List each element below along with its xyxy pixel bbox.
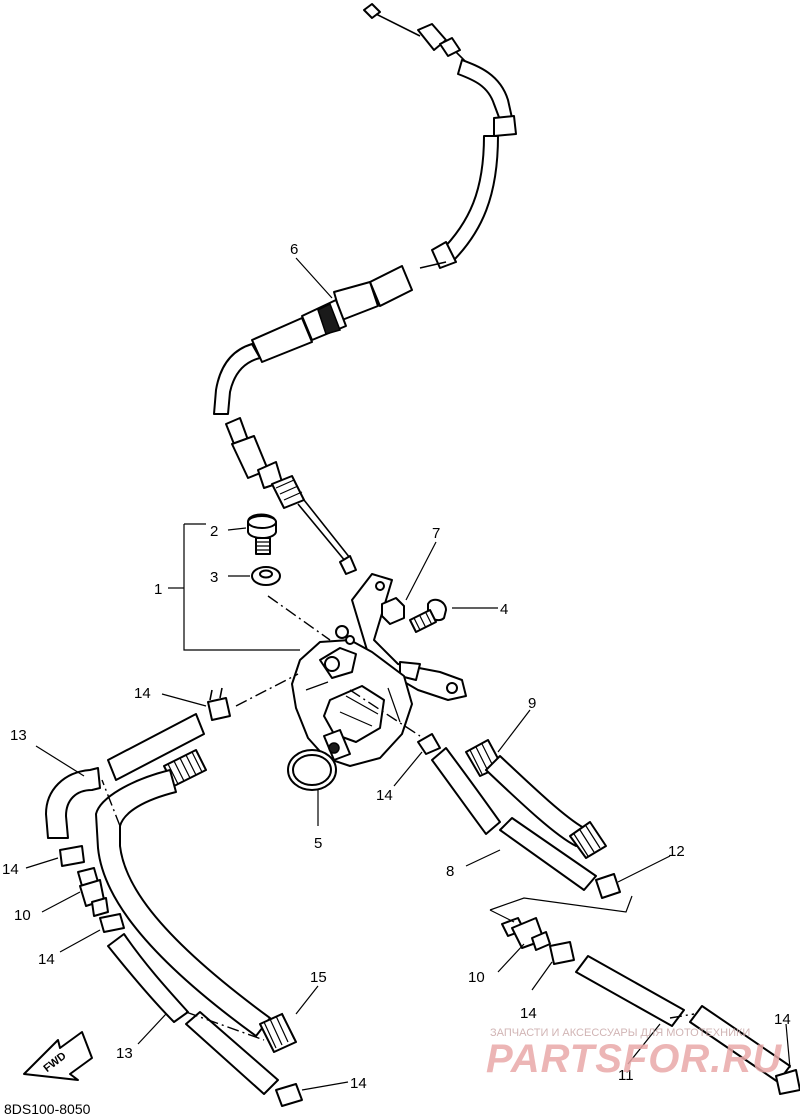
assembly-lines: [101, 595, 695, 1041]
screw: [409, 598, 447, 633]
o-ring: [287, 749, 337, 791]
callout-leaders: [25, 257, 791, 1091]
callout-14-b: 14: [376, 787, 393, 804]
callout-14-c: 14: [2, 861, 19, 878]
callout-8: 8: [446, 863, 454, 880]
bolt: [247, 513, 277, 555]
diagram-code: 8DS100-8050: [4, 1101, 91, 1117]
callout-5: 5: [314, 835, 322, 852]
callout-10-left: 10: [14, 907, 31, 924]
callout-numbers: 1 2 3 4 5 6 7 8 9 10 10 11 12 13 13 14 1…: [2, 241, 791, 1092]
forward-direction-arrow: FWD: [23, 1031, 93, 1081]
watermark: ЗАПЧАСТИ И АКСЕССУАРЫ ДЛЯ МОТОТЕХНИКИ PA…: [486, 1027, 782, 1081]
callout-14-a: 14: [134, 685, 151, 702]
callout-15: 15: [310, 969, 327, 986]
nut: [381, 597, 405, 625]
oil-pump-assembly: [291, 573, 467, 767]
callout-3: 3: [210, 569, 218, 586]
callout-14-e: 14: [350, 1075, 367, 1092]
washer: [251, 566, 281, 586]
callout-11: 11: [618, 1067, 634, 1084]
callout-14-d: 14: [38, 951, 55, 968]
oil-hoses-right: [417, 733, 800, 1095]
callout-1: 1: [154, 581, 162, 598]
throttle-cable: [213, 3, 517, 575]
callout-14-f: 14: [520, 1005, 537, 1022]
callout-6: 6: [290, 241, 298, 258]
callout-13-lower: 13: [116, 1045, 133, 1062]
watermark-tagline: ЗАПЧАСТИ И АКСЕССУАРЫ ДЛЯ МОТОТЕХНИКИ: [490, 1027, 750, 1039]
callout-4: 4: [500, 601, 508, 618]
callout-2: 2: [210, 523, 218, 540]
watermark-brand: PARTSFOR.RU: [486, 1037, 782, 1081]
callout-12: 12: [668, 843, 685, 860]
callout-13-upper: 13: [10, 727, 27, 744]
callout-7: 7: [432, 525, 440, 542]
callout-10-right: 10: [468, 969, 485, 986]
callout-9: 9: [528, 695, 536, 712]
callout-14-g: 14: [774, 1011, 791, 1028]
